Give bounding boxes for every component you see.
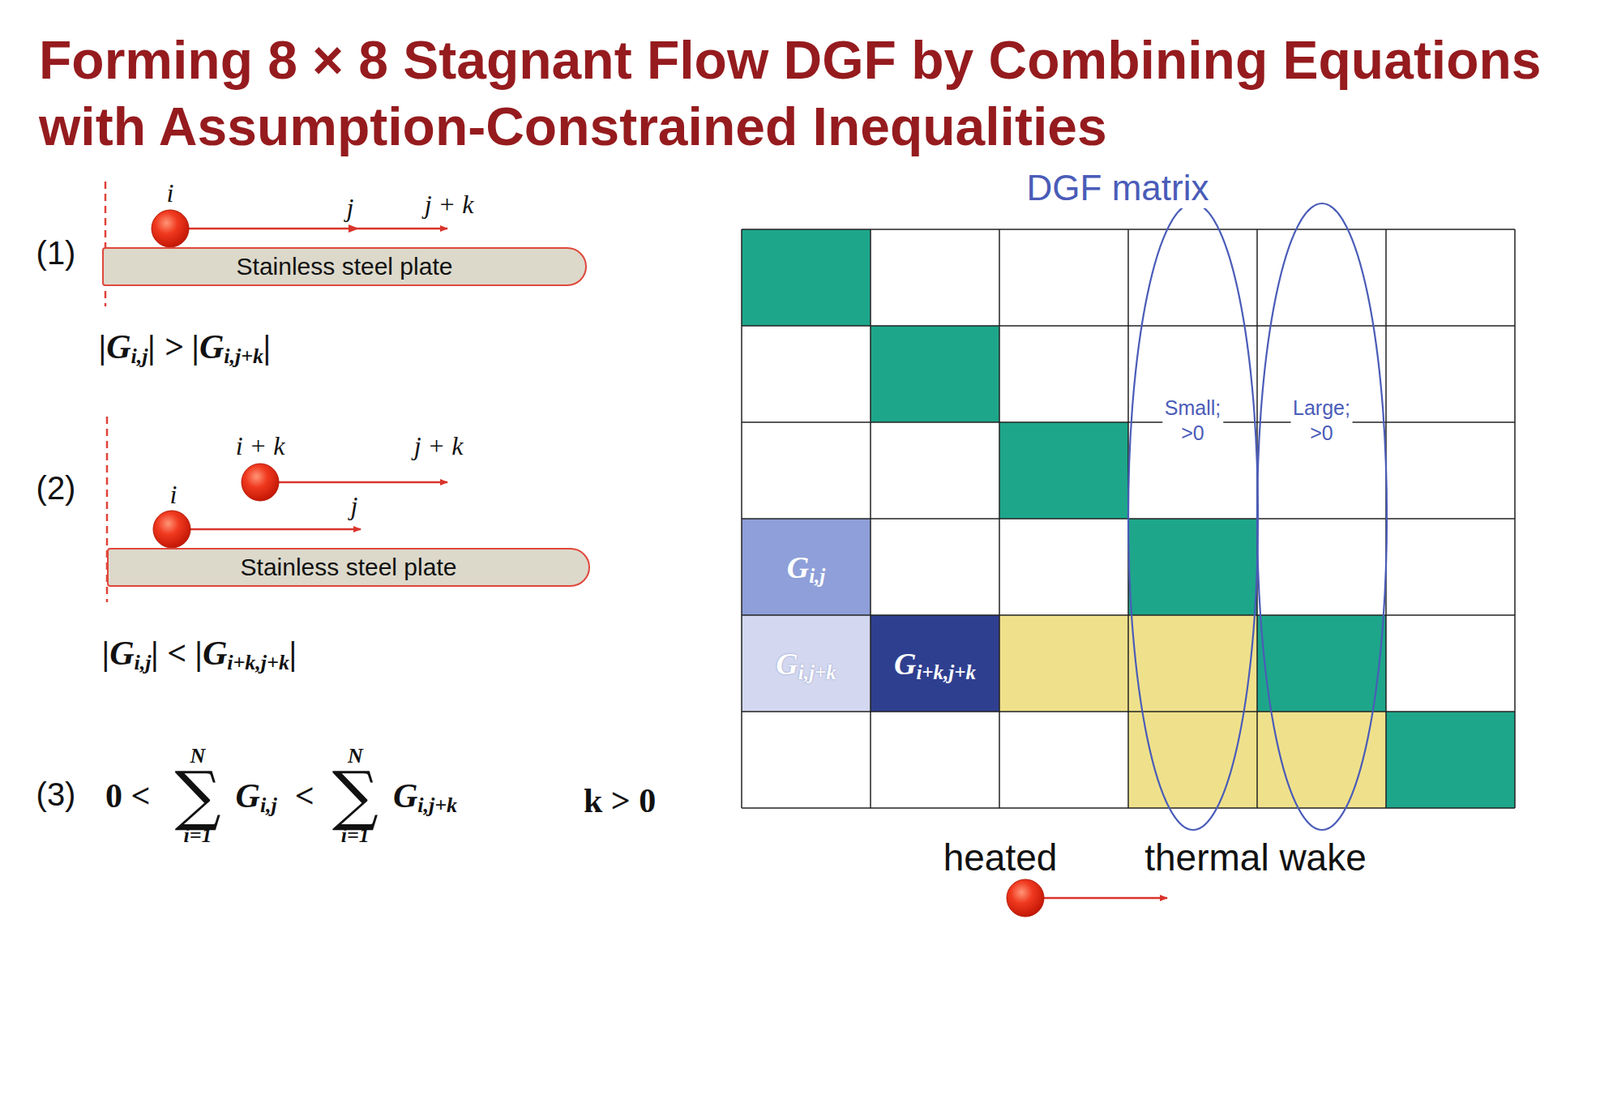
node-text: Small; >0 <box>1162 395 1224 447</box>
symbol-caption: heated <box>943 835 1058 880</box>
matrix-cell <box>741 518 871 616</box>
wake-cell <box>1128 615 1258 712</box>
grid-line <box>741 807 1515 809</box>
formula-part: |G <box>98 327 132 367</box>
subscript: i+k,j+k <box>915 661 976 685</box>
panel-number: (3) <box>36 776 77 813</box>
grid-line <box>741 710 1515 713</box>
grid-line <box>741 614 1515 617</box>
matrix-entry: Gi,j <box>741 518 871 616</box>
formula-part: G <box>235 776 261 816</box>
ellipse-outline <box>1255 201 1389 832</box>
matrix-title: DGF matrix <box>1023 167 1213 209</box>
panel-one-figure <box>105 181 448 307</box>
matrix-entry: Gi+k,j+k <box>870 615 1000 712</box>
formula-part: G <box>393 776 418 816</box>
wake-column-ellipse: Large; >0 <box>1255 201 1389 832</box>
sum-symbol: ∑ <box>174 766 221 826</box>
formula-part: | > |G <box>148 327 225 367</box>
panel-number: (2) <box>36 470 77 507</box>
matrix-cell <box>741 615 871 712</box>
heated-ball <box>151 209 189 248</box>
ellipse-outline <box>1126 201 1260 832</box>
ellipse-outline <box>1128 203 1258 830</box>
sum-sign: N∑i=1 <box>332 745 379 847</box>
diagonal-cell <box>1386 711 1515 809</box>
formula: 0 <N∑i=1Gi,j<N∑i=1Gi,j+k <box>105 745 458 847</box>
heated-ball <box>153 510 191 548</box>
sum-symbol: ∑ <box>332 766 379 826</box>
node-text: Stainless steel plate <box>236 252 454 281</box>
subscript: i,j+k <box>798 661 837 685</box>
grid-line <box>741 228 1515 231</box>
wake-cell <box>1128 711 1258 809</box>
position-label: j <box>346 192 355 223</box>
diagonal-cell <box>741 229 871 326</box>
symbol: G <box>787 549 809 586</box>
arrow-head <box>348 224 360 233</box>
heated-ball <box>241 463 279 501</box>
position-label: i <box>170 479 178 510</box>
diagonal-cell <box>1128 518 1258 616</box>
symbol-caption: thermal wake <box>1144 835 1367 880</box>
matrix-cell <box>870 615 1000 712</box>
subscript: i,j <box>134 650 152 676</box>
position-label: i <box>166 178 175 209</box>
condition: k > 0 <box>583 781 656 821</box>
flow-arrow <box>171 528 361 531</box>
flow-arrow <box>170 227 448 231</box>
sum-limit: i=1 <box>341 825 370 847</box>
matrix-entry: Gi,j+k <box>741 615 871 712</box>
subscript: i,j+k <box>417 793 458 818</box>
symbol: G <box>775 645 798 682</box>
heated-symbol <box>1006 879 1168 917</box>
node-text: Stainless steel plate <box>240 553 458 582</box>
sum-limit: i=1 <box>183 825 212 847</box>
formula-part: | <box>263 327 271 367</box>
position-label: i + k <box>235 431 286 462</box>
grid-line <box>741 325 1515 327</box>
steel-plate: Stainless steel plate <box>106 547 591 587</box>
diagonal-cell <box>870 325 1000 423</box>
position-label: j + k <box>414 431 464 462</box>
flow-arrow <box>1025 897 1168 900</box>
subscript: i,j <box>131 344 149 369</box>
subscript: i+k,j+k <box>226 650 290 676</box>
heated-ball <box>1006 879 1044 917</box>
formula-part: | < |G <box>151 633 228 673</box>
subscript: i,j+k <box>223 344 264 369</box>
wall-line <box>104 181 107 307</box>
wake-cell <box>1257 711 1387 809</box>
grid-line <box>741 421 1515 424</box>
wake-column-ellipse: Small; >0 <box>1126 201 1260 832</box>
position-label: j <box>350 491 359 522</box>
subscript: i,j <box>260 793 278 818</box>
formula: |Gi,j| > |Gi,j+k| <box>98 327 271 367</box>
sum-sign: N∑i=1 <box>174 745 221 847</box>
panel-number: (1) <box>36 235 77 272</box>
formula-part: 0 < <box>105 776 150 816</box>
formula: |Gi,j| < |Gi+k,j+k| <box>102 633 297 673</box>
position-label: j + k <box>424 189 475 220</box>
wake-cell <box>999 615 1129 712</box>
sum-limit: N <box>347 745 364 767</box>
node-text: Large; >0 <box>1290 395 1353 447</box>
subscript: i,j <box>808 564 826 588</box>
diagonal-cell <box>999 422 1129 519</box>
symbol: G <box>894 645 916 682</box>
steel-plate: Stainless steel plate <box>102 247 587 287</box>
diagonal-cell <box>1257 615 1387 712</box>
sum-limit: N <box>190 745 206 767</box>
formula-part: |G <box>102 633 135 673</box>
formula-part: < <box>295 776 315 816</box>
flow-arrow <box>260 481 448 484</box>
ellipse-outline <box>1257 203 1387 830</box>
formula-part: | <box>289 633 297 673</box>
slide-title: Forming 8 × 8 Stagnant Flow DGF by Combi… <box>38 26 1579 160</box>
